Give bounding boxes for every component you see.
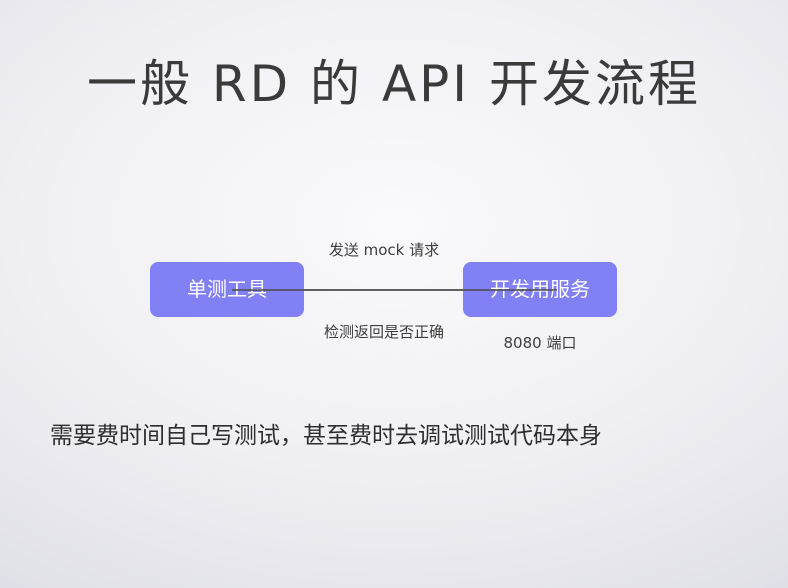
slide-title: 一般 RD 的 API 开发流程 bbox=[87, 55, 701, 113]
dev-service-box: 开发用服务 bbox=[463, 262, 617, 317]
port-label: 8080 端口 bbox=[503, 334, 577, 352]
footnote-text: 需要费时间自己写测试，甚至费时去调试测试代码本身 bbox=[50, 423, 602, 449]
response-label: 检测返回是否正确 bbox=[323, 323, 444, 341]
request-label: 发送 mock 请求 bbox=[328, 241, 440, 259]
unit-test-tool-box: 单测工具 bbox=[150, 262, 304, 317]
